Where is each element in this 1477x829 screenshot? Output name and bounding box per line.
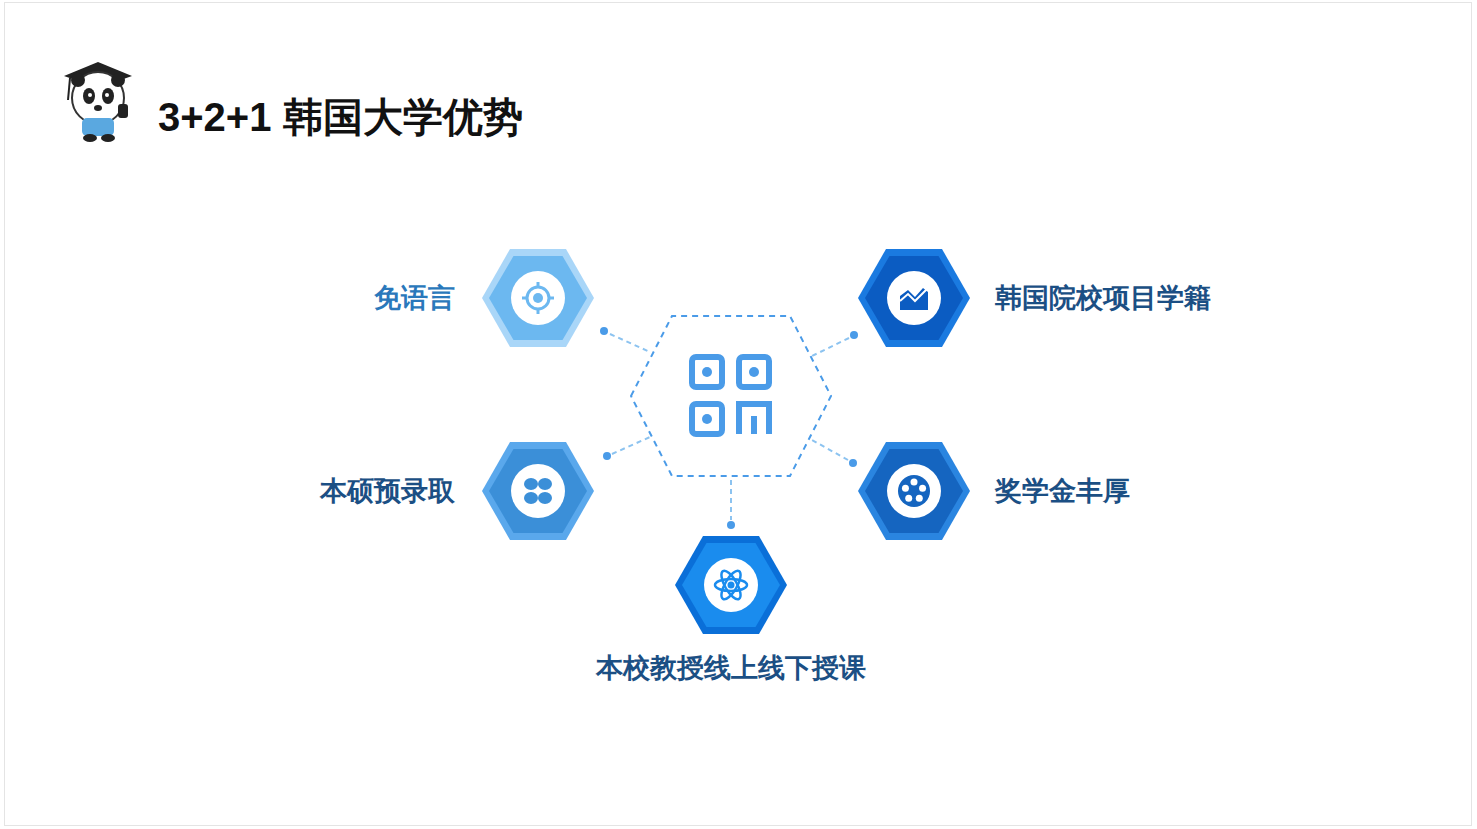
icon-disc xyxy=(887,271,941,325)
center-icon-dots xyxy=(702,367,759,424)
advantage-label: 奖学金丰厚 xyxy=(995,475,1130,507)
hexagon-shape xyxy=(858,249,970,347)
hexagon-shape xyxy=(858,442,970,540)
slide-title: 3+2+1 韩国大学优势 xyxy=(158,90,523,145)
advantage-hexagon: 奖学金丰厚 xyxy=(858,442,970,540)
node-icon xyxy=(524,478,552,504)
advantage-label: 免语言 xyxy=(374,282,455,314)
leader-lines xyxy=(610,334,849,520)
leader-dots xyxy=(600,327,858,529)
node-icon xyxy=(522,282,554,314)
icon-disc xyxy=(511,271,565,325)
node-icon xyxy=(898,475,930,507)
icon-disc xyxy=(887,464,941,518)
node-icon xyxy=(900,288,928,310)
hexagon-shape xyxy=(482,249,594,347)
icon-disc xyxy=(511,464,565,518)
hexagon-shape xyxy=(482,442,594,540)
advantage-hexagon: 免语言 xyxy=(482,249,594,347)
advantage-hexagon: 韩国院校项目学籍 xyxy=(858,249,970,347)
hexagon-shape xyxy=(675,536,787,634)
advantage-hexagon: 本硕预录取 xyxy=(482,442,594,540)
node-icon xyxy=(715,568,747,602)
center-hexagon xyxy=(631,316,831,476)
advantage-label: 韩国院校项目学籍 xyxy=(995,282,1211,314)
panda-mascot xyxy=(64,62,132,142)
center-icon xyxy=(692,357,769,434)
icon-disc xyxy=(704,558,758,612)
advantage-label: 本硕预录取 xyxy=(320,475,455,507)
advantage-label: 本校教授线上线下授课 xyxy=(596,652,866,684)
advantage-hexagon: 本校教授线上线下授课 xyxy=(675,536,787,634)
